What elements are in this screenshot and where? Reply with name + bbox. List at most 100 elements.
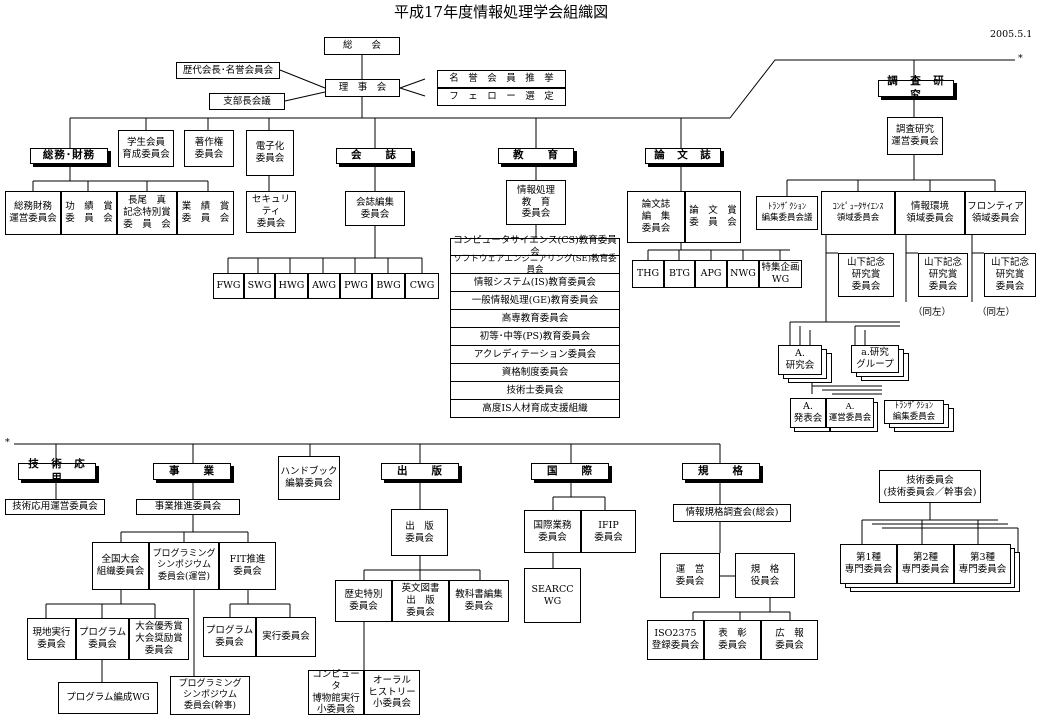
wg-fwg: FWG — [213, 273, 244, 299]
kyoiku-list-item: 情報システム(IS)教育委員会 — [450, 274, 620, 292]
kokusai-head: 国 際 — [531, 463, 609, 480]
ronbun-nwg: NWG — [727, 260, 759, 288]
handbook-box: ハンドブック 編纂委員会 — [278, 456, 340, 500]
shuppan-head: 出 版 — [381, 463, 459, 480]
wg-pwg: PWG — [340, 273, 372, 299]
kyoiku-list: コンピュータサイエンス(CS)教育委員会 ソフトウェアエンジニアリング(SE)教… — [450, 235, 620, 418]
yamashita-cs-box: 山下記念 研究賞 委員会 — [838, 253, 894, 297]
kyoiku-list-item: 初等･中等(PS)教育委員会 — [450, 328, 620, 346]
kaishi-head: 会 誌 — [336, 148, 412, 164]
wg-hwg: HWG — [275, 273, 308, 299]
kankyo-ryouiki-box: 情報環境 領域委員会 — [895, 191, 965, 235]
chousa-unei-box: 調査研究 運営委員会 — [887, 117, 943, 155]
asterisk-top: * — [1018, 53, 1023, 64]
oral-box: オーラル ヒストリー 小委員会 — [364, 670, 420, 715]
douhidari-label-1: （同左） — [913, 307, 952, 318]
yuushuu-box: 大会優秀賞 大会奨励賞 委員会 — [129, 618, 189, 660]
progsym-unei-box: プログラミング シンポジウム 委員会(運営) — [149, 542, 219, 590]
senmon-3-box: 第3種 専門委員会 — [954, 544, 1011, 584]
kyoiku-list-item: 高専教育委員会 — [450, 310, 620, 328]
transaction-kaigi-box: ﾄﾗﾝｻﾞｸｼｮﾝ 編集委員会議 — [756, 196, 818, 230]
fit-program-box: プログラム 委員会 — [203, 617, 256, 657]
denshi-box: 電子化 委員会 — [246, 130, 294, 176]
program-hensei-box: プログラム編成WG — [58, 682, 158, 714]
rekishi-box: 歴史特別 委員会 — [335, 580, 392, 622]
searcc-box: SEARCC WG — [524, 568, 581, 623]
program-box: プログラム 委員会 — [76, 618, 129, 660]
kouseki-box: 功 績 賞 委 員 会 — [61, 191, 117, 235]
meiyo-box: 名 誉 会 員 推 挙 — [437, 70, 566, 88]
kokusai-gyoumu-box: 国際業務 委員会 — [524, 510, 581, 553]
ronbun-btg: BTG — [664, 260, 695, 288]
kyoiku-list-item: 一般情報処理(GE)教育委員会 — [450, 292, 620, 310]
fit-box: FIT推進 委員会 — [219, 542, 276, 590]
kyoukasho-box: 教科書編集 委員会 — [449, 580, 509, 622]
ronbun-tokushu: 特集企画 WG — [759, 260, 802, 288]
kouhou-box: 広 報 委員会 — [761, 620, 818, 660]
date-label: 2005.5.1 — [990, 29, 1033, 40]
frontier-ryouiki-box: フロンティア 領域委員会 — [965, 191, 1026, 235]
senmon-1-box: 第1種 専門委員会 — [840, 544, 897, 584]
kyoiku-list-item: 高度IS人材育成支援組織 — [450, 400, 620, 418]
ronbun-head: 論 文 誌 — [645, 148, 721, 164]
gijutsu-iinkai-box: 技術委員会 (技術委員会／幹事会) — [879, 470, 981, 503]
ronbun-apg: APG — [695, 260, 727, 288]
iso-box: ISO2375 登録委員会 — [647, 620, 704, 660]
kikaku-unei-box: 運 営 委員会 — [660, 553, 720, 598]
progsym-kanji-box: プログラミング シンポジウム 委員会(幹事) — [170, 676, 250, 715]
ronbun-thg: THG — [632, 260, 664, 288]
jigyou-suishin-box: 事業推進委員会 — [136, 499, 240, 515]
fellow-box: フ ェ ロ ー 選 定 — [437, 88, 566, 106]
kyoiku-list-item: 技術士委員会 — [450, 382, 620, 400]
cs-ryouiki-box: ｺﾝﾋﾟｭｰﾀｻｲｴﾝｽ 領域委員会 — [821, 191, 895, 235]
nagao-box: 長尾 真 記念特別賞 委 員 会 — [117, 191, 177, 235]
jigyou-head: 事 業 — [153, 463, 231, 480]
a-kenkyukai-box: A. 研究会 — [778, 345, 822, 375]
senmon-2-box: 第2種 専門委員会 — [897, 544, 954, 584]
ronbun-henshu-box: 論文誌 編 集 委員会 — [627, 191, 685, 243]
kyoiku-list-item: コンピュータサイエンス(CS)教育委員会 — [450, 235, 620, 258]
kyoiku-iinkai-box: 情報処理 教 育 委員会 — [506, 180, 566, 225]
kikaku-yakuin-box: 規 格 役員会 — [735, 553, 795, 598]
kyoiku-head: 教 育 — [498, 148, 574, 164]
rekidai-box: 歴代会長･名誉会員会 — [176, 62, 280, 79]
kyoiku-list-item: ソフトウェアエンジニアリング(SE)教育委員会 — [450, 254, 620, 275]
kyoiku-list-item: アクレディテーション委員会 — [450, 346, 620, 364]
soukai-box: 総 会 — [324, 37, 400, 55]
wg-swg: SWG — [244, 273, 275, 299]
yamashita-frontier-box: 山下記念 研究賞 委員会 — [984, 253, 1036, 297]
ronbun-shou-box: 論 文 賞 委 員 会 — [685, 191, 741, 243]
ifip-box: IFIP 委員会 — [581, 510, 636, 553]
wg-cwg: CWG — [405, 273, 439, 299]
transaction-iinkai-box: ﾄﾗﾝｻﾞｸｼｮﾝ 編集委員会 — [884, 400, 944, 424]
security-box: セキュリティ 委員会 — [246, 191, 296, 233]
kyoiku-list-item: 資格制度委員会 — [450, 364, 620, 382]
eibun-box: 英文図書 出 版 委員会 — [392, 580, 449, 622]
zenkoku-box: 全国大会 組織委員会 — [92, 542, 149, 590]
shuppan-iinkai-box: 出 版 委員会 — [391, 509, 448, 556]
gakusei-box: 学生会員 育成委員会 — [118, 130, 174, 167]
gijutsu-head: 技 術 応 用 — [18, 458, 96, 484]
a-happyoukai-box: A. 発表会 — [790, 398, 826, 428]
kikaku-chousakai-box: 情報規格調査会(総会) — [673, 504, 791, 522]
wg-bwg: BWG — [372, 273, 405, 299]
chosaku-box: 著作権 委員会 — [184, 130, 234, 167]
chart-title: 平成17年度情報処理学会組織図 — [394, 3, 609, 21]
rijikai-box: 理 事 会 — [325, 79, 400, 97]
a-unei-box: A. 運営委員会 — [826, 398, 874, 428]
genchi-box: 現地実行 委員会 — [27, 618, 76, 660]
computer-hakubutsu-box: コンピュータ 博物館実行 小委員会 — [308, 669, 364, 715]
gyouseki-box: 業 績 賞 委 員 会 — [177, 191, 234, 235]
douhidari-label-2: （同左） — [977, 307, 1016, 318]
a-group-box: a.研究 グループ — [851, 345, 899, 373]
soumu-head: 総務･財務 — [30, 148, 108, 164]
soumu-unei-box: 総務財務 運営委員会 — [5, 191, 61, 235]
wg-awg: AWG — [308, 273, 340, 299]
shibuchou-box: 支部長会議 — [209, 93, 285, 110]
asterisk-bottom: * — [5, 437, 10, 448]
jikkou-box: 実行委員会 — [256, 617, 316, 657]
chousa-head: 調 査 研 究 — [878, 75, 954, 101]
yamashita-kankyo-box: 山下記念 研究賞 委員会 — [918, 253, 968, 297]
kaishi-henshu-box: 会誌編集 委員会 — [345, 191, 405, 226]
